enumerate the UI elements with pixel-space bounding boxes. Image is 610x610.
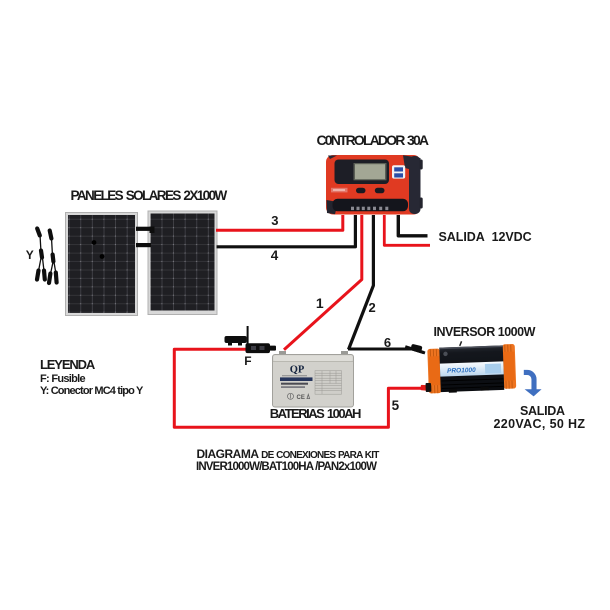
svg-text:PRO1000: PRO1000 — [447, 367, 476, 375]
svg-text:CE: CE — [297, 395, 305, 401]
svg-text:QP: QP — [290, 365, 305, 376]
